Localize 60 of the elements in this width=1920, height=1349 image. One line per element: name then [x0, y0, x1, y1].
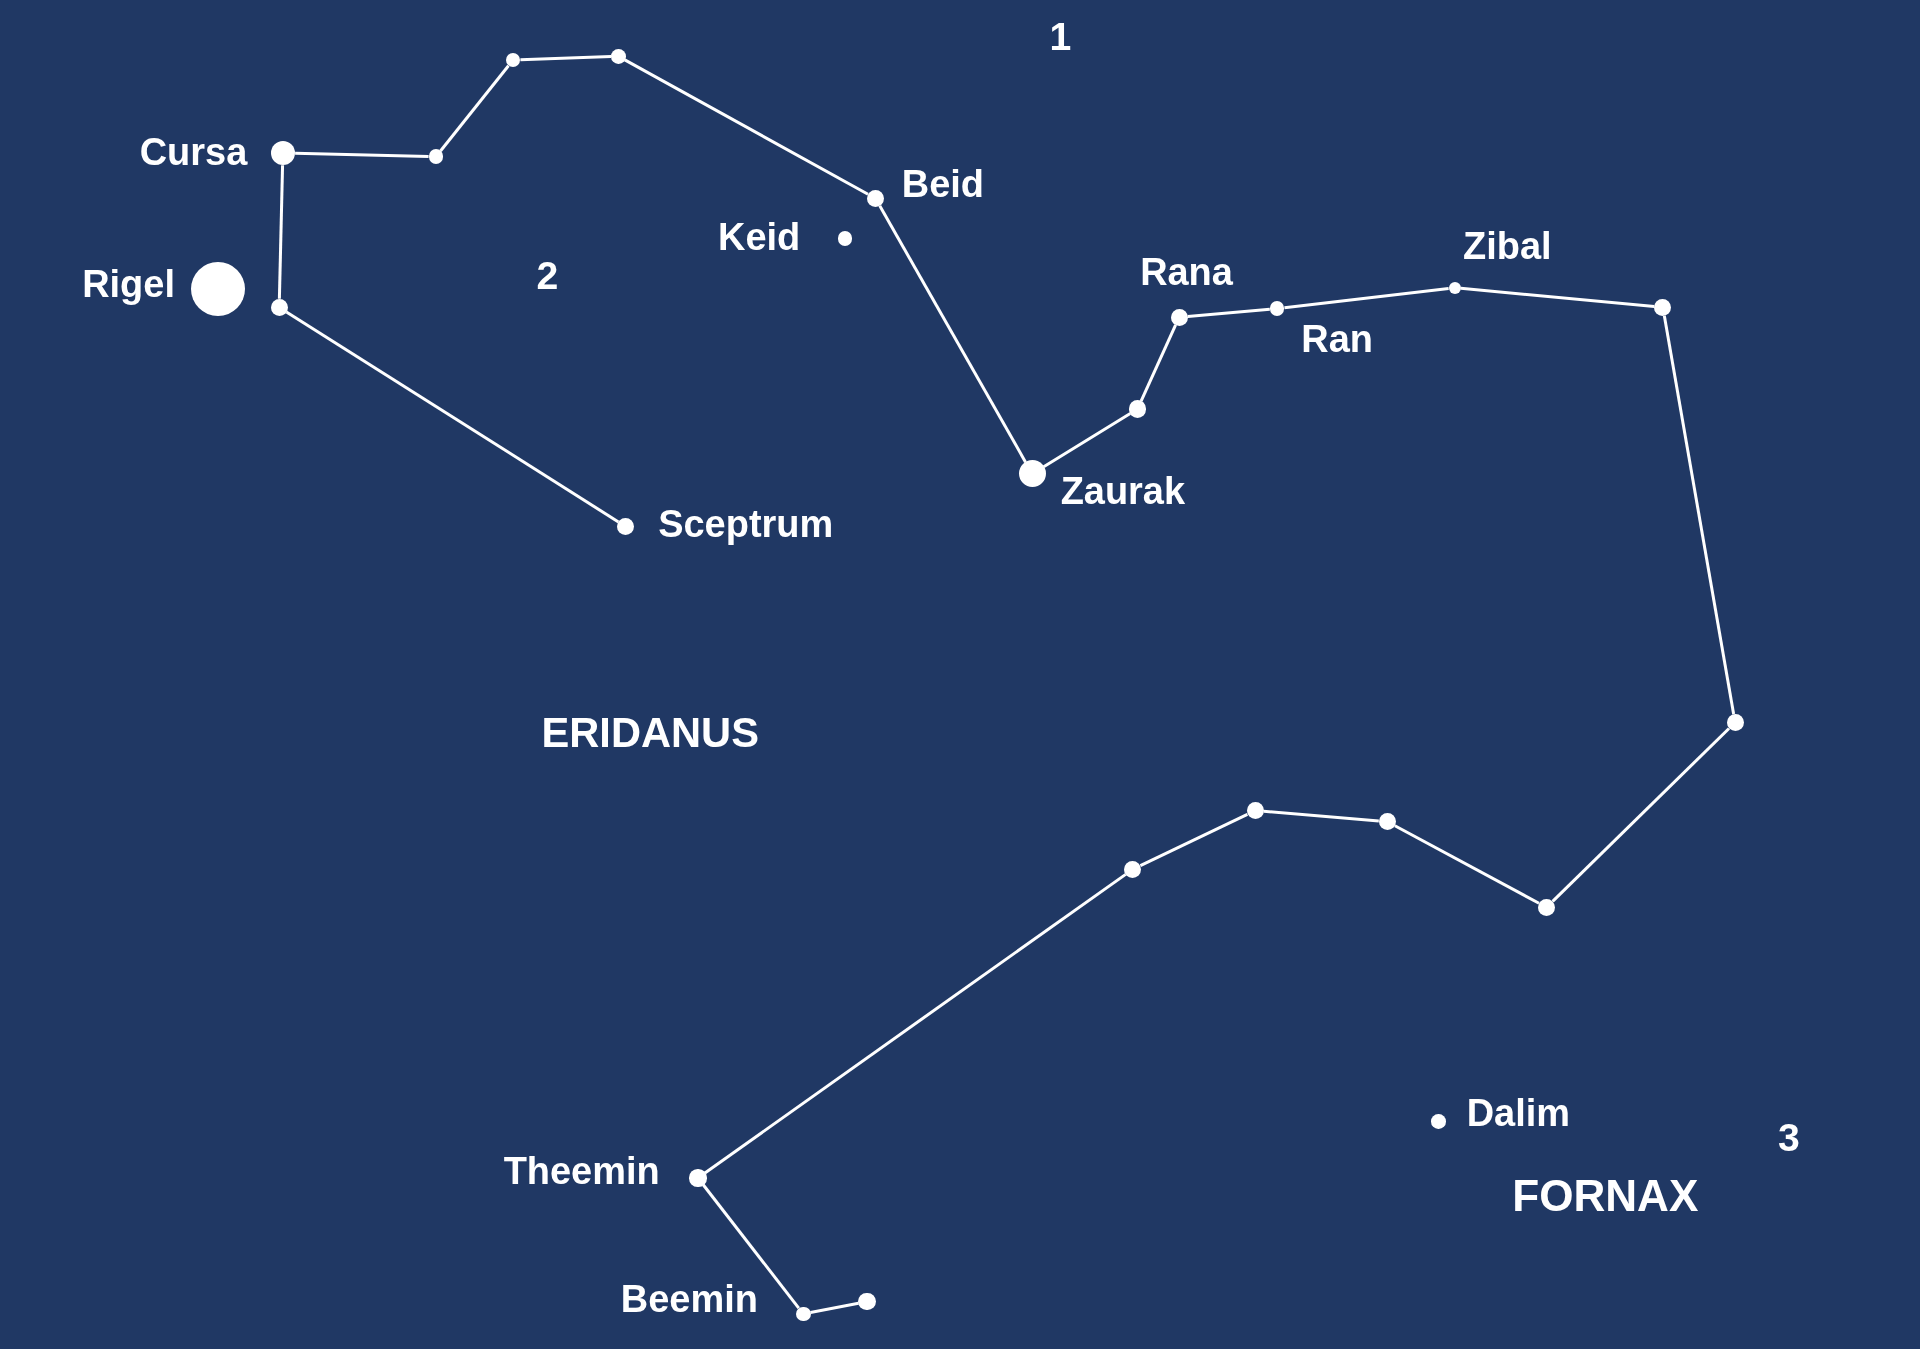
- star-name: Dalim: [1466, 1095, 1570, 1134]
- star-name: Beemin: [620, 1281, 758, 1320]
- constellation-name: FORNAX: [1512, 1174, 1699, 1219]
- star-dot: [1128, 400, 1147, 418]
- star-dot: [617, 517, 635, 536]
- constellation-line: [704, 873, 1127, 1175]
- constellation-line: [520, 55, 612, 62]
- star-dot: [270, 140, 296, 166]
- star-name: Cursa: [139, 134, 248, 172]
- star-name: Beid: [901, 165, 984, 204]
- star-name: Rigel: [82, 266, 175, 305]
- constellation-line: [1187, 307, 1270, 318]
- constellation-line: [277, 165, 285, 299]
- constellation-line: [1662, 315, 1736, 715]
- star-name: Sceptrum: [658, 506, 834, 545]
- star-name: Ran: [1301, 321, 1373, 360]
- constellation-line: [1139, 324, 1177, 402]
- region-number: 1: [1049, 17, 1072, 57]
- star-name: Theemin: [503, 1152, 660, 1191]
- constellation-line: [439, 64, 510, 152]
- star-dot: [1726, 713, 1744, 731]
- star-dot: [428, 149, 444, 165]
- constellation-line: [1551, 727, 1731, 903]
- star-dot: [858, 1293, 876, 1311]
- star-dot: [1170, 308, 1188, 326]
- star-dot: [191, 262, 245, 316]
- constellation-name: ERIDANUS: [541, 712, 759, 755]
- star-dot: [795, 1306, 811, 1322]
- constellation-line: [1284, 286, 1449, 310]
- star-dot: [1246, 802, 1264, 820]
- star-dot: [1269, 301, 1285, 316]
- star-dot: [1448, 281, 1461, 294]
- star-dot: [1537, 898, 1556, 916]
- star-dot: [270, 298, 288, 316]
- star-dot: [611, 48, 626, 64]
- region-number: 2: [536, 255, 559, 296]
- star-name: Keid: [718, 218, 801, 257]
- star-name: Zaurak: [1060, 473, 1186, 512]
- constellation-line: [1460, 286, 1655, 309]
- constellation-line: [1042, 412, 1132, 469]
- star-dot: [866, 189, 885, 207]
- constellation-line: [1139, 812, 1249, 868]
- constellation-line: [295, 151, 429, 159]
- star-dot: [1018, 460, 1046, 488]
- star-dot: [1124, 860, 1142, 878]
- constellation-line: [810, 1301, 859, 1314]
- star-dot: [1431, 1114, 1447, 1129]
- star-dot: [1378, 813, 1396, 831]
- constellation-line: [702, 1183, 800, 1309]
- star-name: Rana: [1140, 254, 1233, 292]
- star-dot: [689, 1169, 707, 1187]
- constellation-line: [878, 205, 1027, 463]
- region-number: 3: [1778, 1117, 1800, 1158]
- constellation-line: [624, 58, 869, 196]
- constellation-line: [1394, 824, 1540, 905]
- star-dot: [1654, 298, 1672, 316]
- constellation-line: [1263, 809, 1379, 823]
- star-dot: [505, 52, 521, 68]
- star-dot: [837, 231, 853, 247]
- star-name: Zibal: [1463, 228, 1552, 267]
